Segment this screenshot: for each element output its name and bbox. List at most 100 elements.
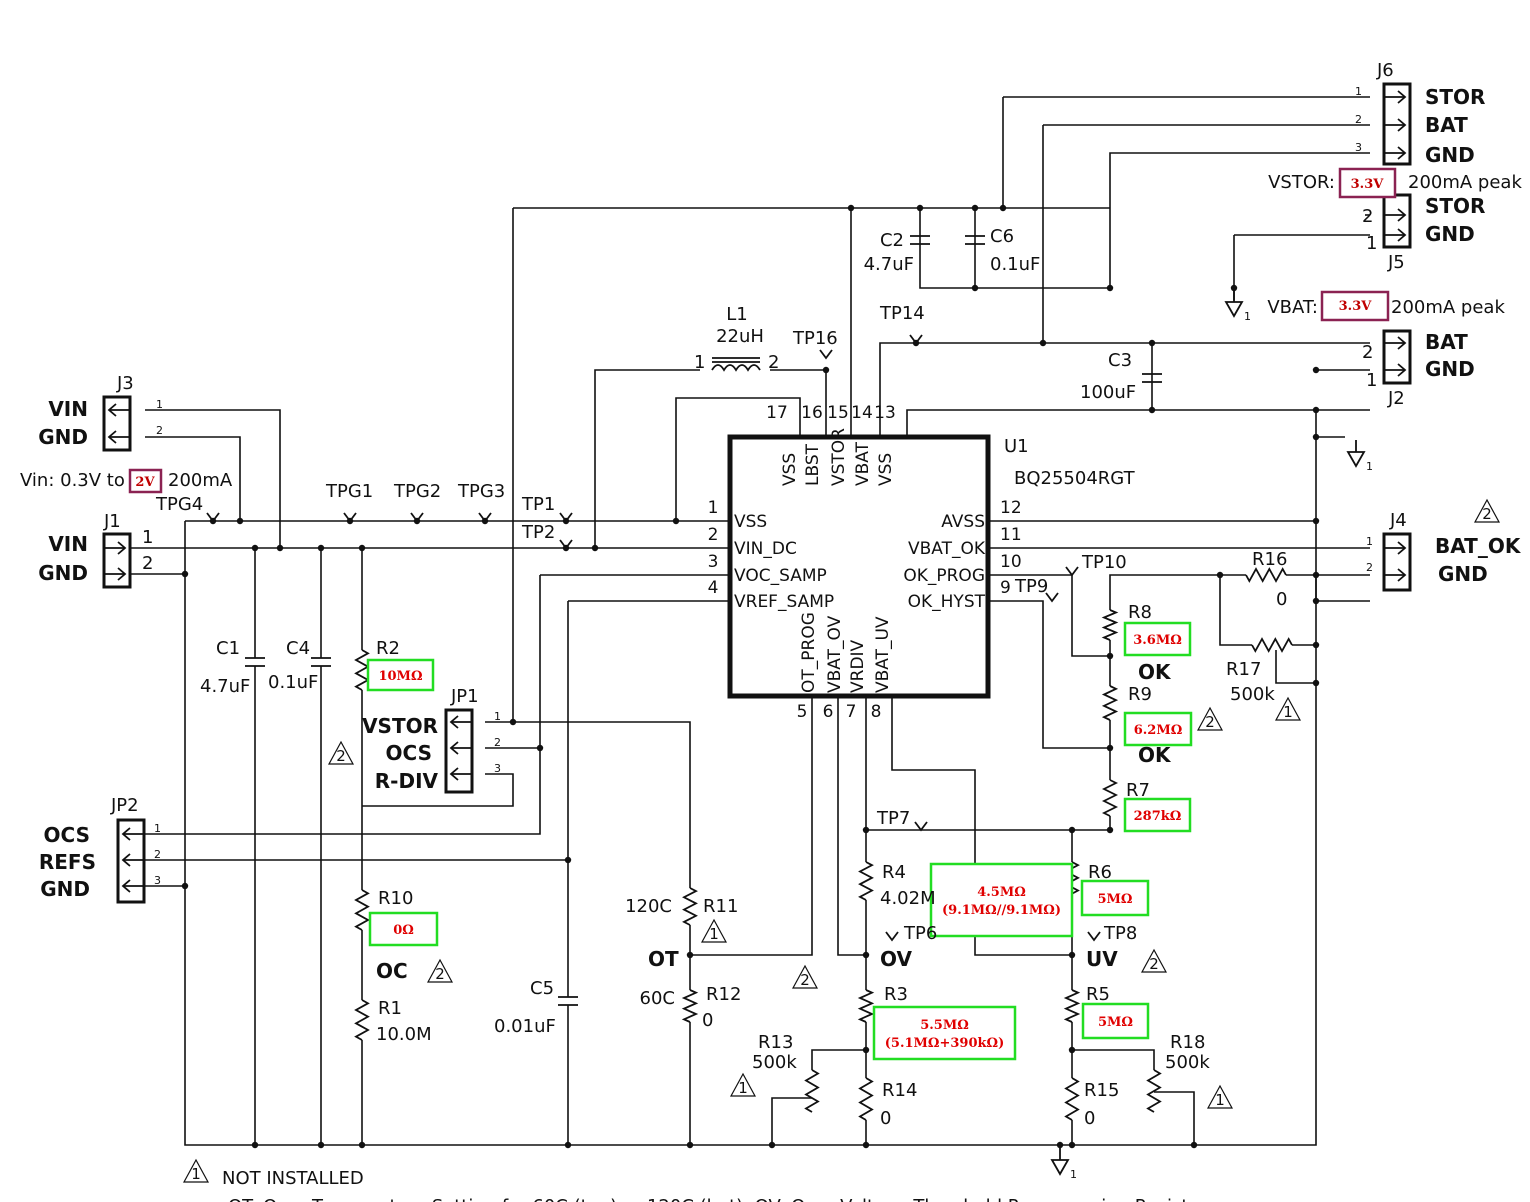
testpoint-label: TP16 <box>792 328 838 349</box>
flag-triangle <box>426 958 454 983</box>
wire <box>145 409 281 548</box>
parts <box>102 82 1501 1183</box>
wire <box>919 208 1110 289</box>
junction-dot <box>1056 1141 1064 1149</box>
pin-num: 1 <box>154 822 161 835</box>
vstor-value-box <box>1338 167 1397 199</box>
r6-ref: R6 <box>1088 862 1112 883</box>
wire <box>1275 650 1316 684</box>
footer-note: OT: Over Temperature Setting for 60C (to… <box>228 1196 1207 1202</box>
annotation-r8: 3.6MΩ <box>1133 633 1182 648</box>
pin-num: 2 <box>156 424 163 437</box>
junction-dot <box>509 718 517 726</box>
jp2-label-refs: REFS <box>39 850 96 874</box>
junction-dot <box>912 339 920 347</box>
r13-ref: R13 <box>758 1032 793 1053</box>
testpoint-label: TPG4 <box>155 494 203 515</box>
junction-dot <box>564 1141 572 1149</box>
junction-dot <box>251 544 259 552</box>
wire <box>988 574 1110 657</box>
labels: U1BQ25504RGT1VSS2VIN_DC3VOC_SAMP4VREF_SA… <box>20 60 1522 1202</box>
pin-num: 1 <box>494 710 501 723</box>
ic-pin-num: 11 <box>1000 525 1022 545</box>
testpoint-symbol <box>819 349 833 360</box>
ic-pin-name: OK_PROG <box>903 566 985 586</box>
annotation-r5: 5MΩ <box>1098 1015 1133 1030</box>
pin-num: 3 <box>1355 141 1362 154</box>
net-label-ok: OK <box>1138 660 1172 684</box>
r17-value: 500k <box>1230 684 1275 705</box>
r18-ref: R18 <box>1170 1032 1205 1053</box>
pin-num: 3 <box>154 874 161 887</box>
junction-dot <box>1068 1141 1076 1149</box>
testpoint-label: TP10 <box>1081 552 1127 573</box>
resistor-r10 <box>354 889 370 931</box>
annotation-r10-box <box>368 911 439 947</box>
r8-ref: R8 <box>1128 602 1152 623</box>
junction-dot <box>1106 652 1114 660</box>
c2-value: 4.7uF <box>864 254 914 275</box>
j4-label-batok: BAT_OK <box>1435 534 1522 558</box>
flag-triangle <box>700 918 728 943</box>
pin-num: 2 <box>1366 561 1373 574</box>
junction-dot <box>1230 284 1238 292</box>
junction-dot <box>562 544 570 552</box>
wire <box>1154 1091 1195 1145</box>
junction-dot <box>1312 571 1320 579</box>
r15-ref: R15 <box>1084 1080 1119 1101</box>
ground-symbol <box>1346 451 1366 468</box>
pin-num: 2 <box>1355 113 1362 126</box>
j4-ref: J4 <box>1389 510 1407 531</box>
testpoint-symbol <box>1045 592 1059 603</box>
resistor-r3 <box>857 989 875 1023</box>
ic-pin-num: 15 <box>827 403 849 423</box>
junction-dot <box>1106 744 1114 752</box>
testpoint-label: TP7 <box>876 808 910 829</box>
resistor-r7 <box>1101 779 1119 817</box>
pin-num: 3 <box>494 762 501 775</box>
not-installed-note: NOT INSTALLED <box>222 1168 364 1189</box>
testpoint-label: TP1 <box>521 494 555 515</box>
ic-pin-name: VSS <box>734 512 767 532</box>
junction-dot <box>1039 339 1047 347</box>
l1-value: 22uH <box>716 326 764 347</box>
net-label-oc: OC <box>376 959 408 983</box>
flag-triangle <box>791 964 819 989</box>
wire <box>145 575 541 835</box>
r5-ref: R5 <box>1086 984 1110 1005</box>
testpoint-symbol <box>1065 566 1079 577</box>
pin-num: 1 <box>1366 233 1377 254</box>
ground-flag: 1 <box>1244 310 1251 323</box>
junction-dot <box>181 570 189 578</box>
junction-dot <box>1312 679 1320 687</box>
wire <box>988 600 1110 749</box>
ground-symbol <box>1050 1159 1070 1176</box>
c6-ref: C6 <box>990 226 1014 247</box>
flag-triangle <box>182 1158 210 1183</box>
flag-triangle <box>327 740 355 765</box>
resistor-r8 <box>1101 609 1119 641</box>
junction-dots <box>181 204 1320 1149</box>
r16-ref: R16 <box>1252 549 1287 570</box>
testpoint-label: TPG3 <box>457 481 505 502</box>
junction-dot <box>536 744 544 752</box>
c1-value: 4.7uF <box>200 676 250 697</box>
junction-dot <box>562 517 570 525</box>
connector-jp1-body <box>444 708 474 794</box>
r12-ref: R12 <box>706 984 741 1005</box>
r9-ref: R9 <box>1128 684 1152 705</box>
ic-pin-num: 14 <box>851 403 873 423</box>
j6-ref: J6 <box>1376 60 1394 81</box>
resistor-r14 <box>858 1077 874 1121</box>
resistor-r18 <box>1146 1069 1162 1113</box>
testpoint-label: TPG1 <box>325 481 373 502</box>
ic-pin-name: VIN_DC <box>734 539 797 559</box>
junction-dot <box>1106 284 1114 292</box>
pin-num: 1 <box>1366 370 1377 391</box>
ic-pin-name: OK_HYST <box>908 592 986 612</box>
inductor-l1 <box>711 364 761 372</box>
testpoint-label: TP6 <box>903 923 937 944</box>
junction-dot <box>862 1046 870 1054</box>
annotation-r3: 5.5MΩ <box>920 1018 969 1033</box>
connector-j2-body <box>1382 329 1412 385</box>
